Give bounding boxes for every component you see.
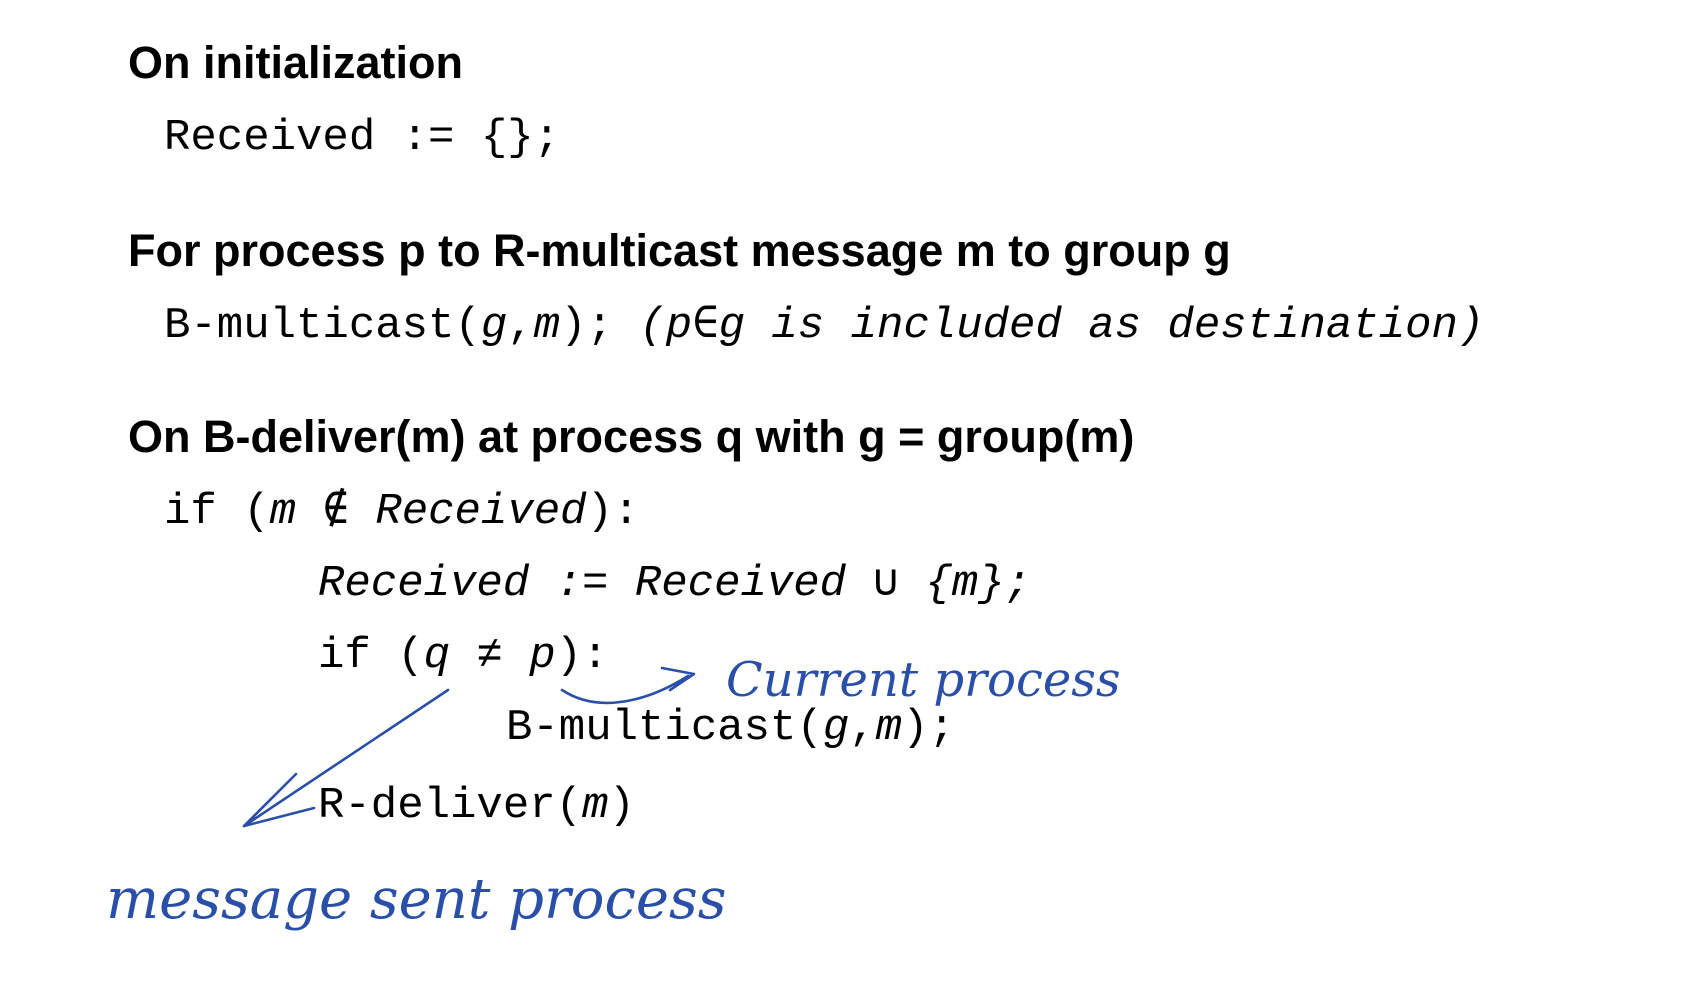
code-line-r-deliver: R-deliver(m): [318, 784, 635, 828]
code-var-m: m: [875, 703, 903, 753]
code-neq: ≠: [450, 631, 530, 681]
code-text: ):: [555, 631, 609, 681]
heading-b-deliver: On B-deliver(m) at process q with g = gr…: [128, 411, 1135, 462]
code-line-received-union: Received := Received ∪ {m};: [318, 562, 1031, 606]
code-text: B-multicast(: [164, 301, 481, 351]
code-var-m: m: [533, 301, 561, 351]
code-assignment: Received := Received: [318, 559, 847, 609]
code-text: );: [902, 703, 955, 753]
code-var-g: g: [822, 703, 850, 753]
code-text: ,: [507, 301, 534, 351]
code-var-p: p: [529, 631, 556, 681]
code-var-q: q: [423, 631, 451, 681]
code-var-m: m: [582, 781, 609, 831]
code-text: Received := {};: [164, 113, 561, 163]
annotation-message-sent-process: message sent process: [106, 867, 726, 932]
code-line-b-multicast: B-multicast(g,m); (p∈g is included as de…: [164, 304, 1484, 348]
heading-r-multicast: For process p to R-multicast message m t…: [128, 225, 1231, 276]
code-condition: m ∉ Received: [269, 487, 587, 537]
code-text: R-deliver(: [318, 781, 583, 831]
code-line-if-not-received: if (m ∉ Received):: [164, 490, 639, 534]
code-text: ): [608, 781, 635, 831]
arrowhead-message-sent-process: [242, 772, 316, 828]
code-text: if (: [318, 631, 424, 681]
code-union: ∪: [846, 559, 926, 609]
code-text: ):: [586, 487, 640, 537]
heading-initialization: On initialization: [128, 37, 463, 88]
code-text: if (: [164, 487, 270, 537]
code-text: B-multicast(: [506, 703, 823, 753]
code-text: );: [560, 301, 640, 351]
arrow-to-message-sent-process: [242, 688, 450, 828]
code-line-if-q-not-p: if (q ≠ p):: [318, 634, 608, 678]
code-text: ,: [849, 703, 876, 753]
code-var-g: g: [480, 301, 508, 351]
annotation-current-process: Current process: [726, 652, 1121, 708]
code-comment: (p∈g is included as destination): [639, 301, 1485, 351]
arrowhead-current-process: [660, 666, 696, 692]
code-line-received-init: Received := {};: [164, 116, 560, 160]
code-line-b-multicast-inner: B-multicast(g,m);: [506, 706, 955, 750]
arrow-to-current-process: [560, 674, 690, 705]
code-set: {m};: [925, 559, 1032, 609]
